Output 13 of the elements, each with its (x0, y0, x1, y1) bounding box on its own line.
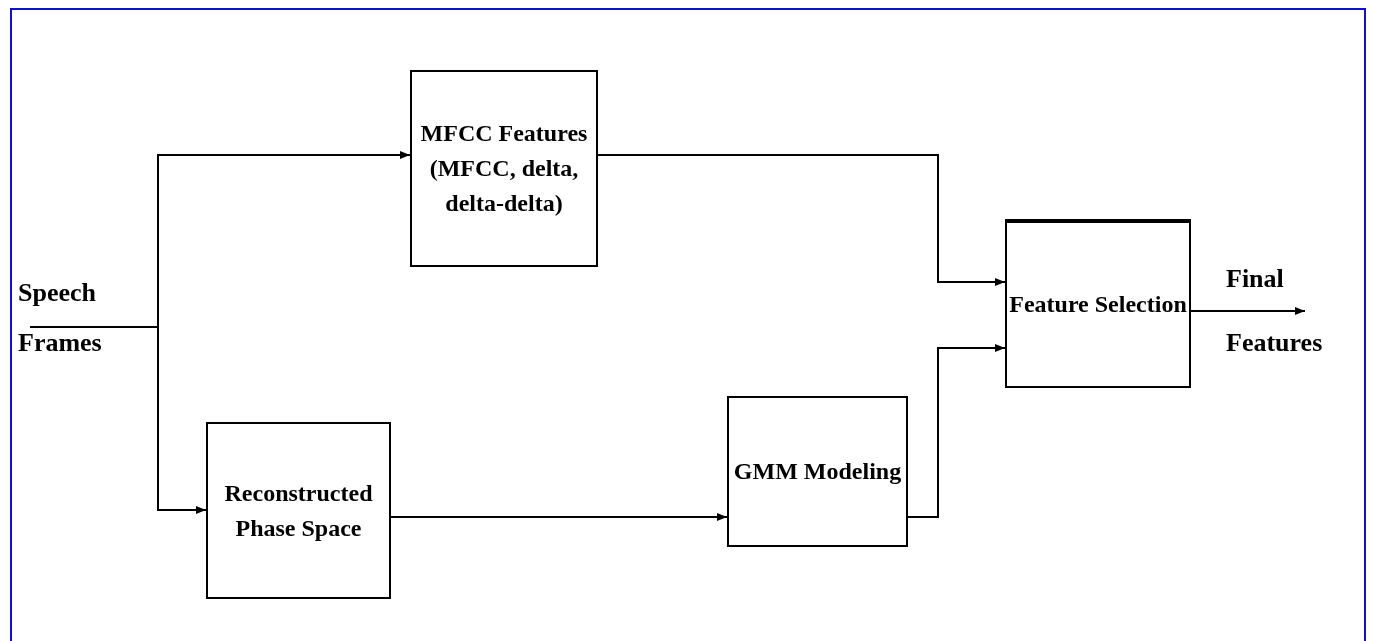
node-label: Features (1226, 328, 1323, 358)
arrow (907, 344, 1006, 518)
process-box: MFCC Features (MFCC, delta, delta-delta) (410, 70, 598, 267)
process-box: Feature Selection (1005, 219, 1191, 388)
arrow (390, 513, 728, 521)
node-label: Final (1226, 264, 1284, 294)
process-box: GMM Modeling (727, 396, 908, 547)
process-box: Reconstructed Phase Space (206, 422, 391, 599)
arrow (29, 326, 207, 514)
arrow (597, 154, 1006, 286)
node-label: Speech (18, 278, 96, 308)
node-label: Frames (18, 328, 102, 358)
arrow (1190, 307, 1306, 315)
